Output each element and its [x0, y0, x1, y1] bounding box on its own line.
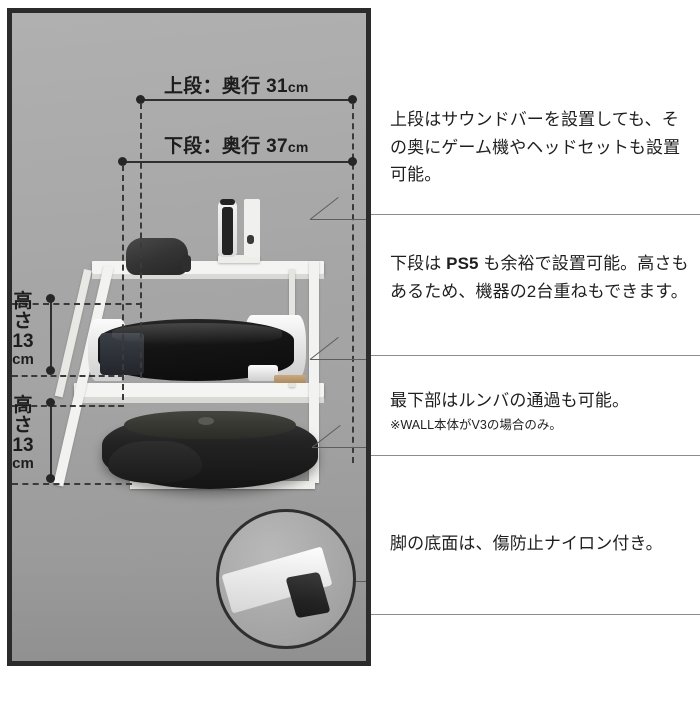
lower-depth-guide-left: [122, 165, 124, 400]
divider-4: [371, 614, 700, 615]
lower-height-measure-bar: [50, 402, 52, 478]
headset-earcup: [182, 255, 191, 272]
note-lower-shelf-text-post: も余裕で設置可能。高さもあるため、機器の2台重ねもできます。: [390, 254, 689, 301]
lower-height-unit: cm: [12, 455, 34, 473]
upper-depth-dot-right: [348, 95, 357, 104]
leader-line-lower-shelf-h: [310, 359, 366, 360]
lower-height-dot-top: [46, 398, 55, 407]
note-bottom-clearance-text: 最下部はルンバの通過も可能。: [390, 391, 630, 410]
lower-height-guide-bottom: [12, 483, 132, 485]
divider-3: [371, 455, 700, 456]
note-upper-shelf-text: 上段はサウンドバーを設置しても、その奥にゲーム機やヘッドセットも設置可能。: [390, 110, 681, 185]
controller-stand-back: [244, 199, 260, 257]
controller-grip: [222, 207, 233, 255]
note-lower-shelf-text-pre: 下段は: [390, 254, 447, 273]
note-lower-shelf-text: 下段は PS5 も余裕で設置可能。高さもあるため、機器の2台重ねもできます。: [390, 250, 690, 305]
upper-height-unit: cm: [12, 351, 34, 369]
upper-depth-unit: cm: [287, 79, 309, 95]
lower-height-value: 13: [12, 435, 34, 457]
robot-vacuum-button: [198, 417, 214, 425]
note-upper-shelf: 上段はサウンドバーを設置しても、その奥にゲーム機やヘッドセットも設置可能。: [390, 106, 690, 189]
note-lower-shelf-text-bold: PS5: [446, 254, 479, 273]
upper-depth-label: 上段：奥行 31cm: [164, 71, 309, 98]
note-bottom-clearance: 最下部はルンバの通過も可能。 ※WALL本体がV3の場合のみ。: [390, 387, 690, 434]
upper-depth-text: 上段：奥行 31: [164, 76, 288, 97]
upper-height-label: 高さ 13 cm: [6, 291, 40, 369]
wood-accent: [274, 375, 306, 383]
lower-shelf-plate: [74, 383, 324, 397]
upper-depth-guide-left: [140, 103, 142, 378]
upper-shelf-plate-edge: [92, 274, 324, 279]
divider-2: [371, 355, 700, 356]
upper-depth-dot-left: [136, 95, 145, 104]
annotation-column: 上段はサウンドバーを設置しても、その奥にゲーム機やヘッドセットも設置可能。 下段…: [371, 0, 700, 703]
lower-depth-text: 下段：奥行 37: [164, 136, 288, 157]
upper-height-title: 高さ: [13, 291, 33, 333]
leg-bottom-closeup: [216, 509, 356, 649]
note-lower-shelf: 下段は PS5 も余裕で設置可能。高さもあるため、機器の2台重ねもできます。: [390, 250, 690, 305]
upper-height-guide-bottom: [12, 375, 124, 377]
note-leg-nylon-text: 脚の底面は、傷防止ナイロン付き。: [390, 534, 663, 553]
upper-height-guide-top: [12, 303, 142, 305]
note-bottom-clearance-subtext: ※WALL本体がV3の場合のみ。: [390, 417, 562, 432]
lower-height-guide-top: [12, 405, 124, 407]
lower-depth-unit: cm: [287, 139, 309, 155]
product-photo-frame: 上段：奥行 31cm 下段：奥行 37cm: [7, 8, 371, 666]
upper-height-measure-bar: [50, 298, 52, 370]
controller-charging-stand: [218, 255, 260, 263]
leader-line-upper-shelf: [309, 196, 339, 220]
lower-shelf-plate-edge: [74, 397, 324, 403]
lower-depth-line: [124, 161, 352, 163]
lower-height-dot-bottom: [46, 474, 55, 483]
divider-1: [371, 214, 700, 215]
leader-line-bottom-clearance-h: [312, 447, 366, 448]
robot-vacuum-top-deck: [124, 411, 296, 439]
lower-height-label: 高さ 13 cm: [6, 395, 40, 473]
upper-height-dot-bottom: [46, 366, 55, 375]
leader-line-upper-shelf-h: [310, 219, 366, 220]
ps5-stand-foot: [248, 365, 278, 381]
lower-depth-label: 下段：奥行 37cm: [164, 131, 309, 158]
upper-height-value: 13: [12, 331, 34, 353]
ps5-highlight: [112, 323, 282, 345]
controller-top-detail: [220, 199, 235, 205]
lower-height-title: 高さ: [13, 395, 33, 437]
upper-height-dot-top: [46, 294, 55, 303]
photo-background: 上段：奥行 31cm 下段：奥行 37cm: [12, 13, 366, 661]
gaming-headset: [126, 238, 188, 275]
lower-depth-dot-left: [118, 157, 127, 166]
stand-indicator: [247, 235, 254, 244]
lower-depth-dot-right: [348, 157, 357, 166]
note-leg-nylon: 脚の底面は、傷防止ナイロン付き。: [390, 530, 690, 558]
shelf-post-right: [309, 261, 319, 483]
upper-depth-line: [140, 99, 352, 101]
upper-depth-guide-right: [352, 103, 354, 463]
robot-vacuum-bumper: [108, 441, 202, 483]
